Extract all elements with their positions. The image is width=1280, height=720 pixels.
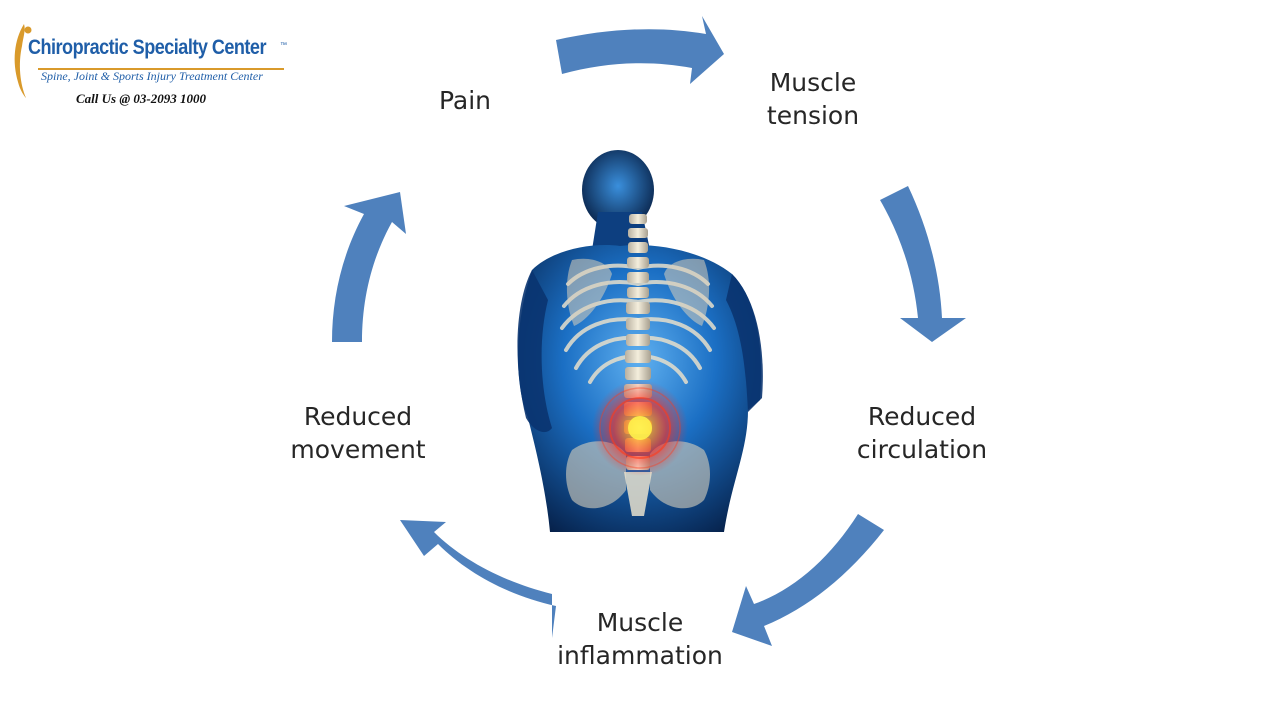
arrow-pain-to-tension [556, 16, 724, 84]
pain-ring [599, 387, 681, 469]
logo-title: Chiropractic Specialty Center [28, 36, 266, 59]
pain-ring [609, 397, 671, 459]
cycle-step-reduced-movement: Reduced movement [270, 400, 446, 466]
back-pain-illustration [512, 150, 770, 532]
step-line: Pain [438, 86, 492, 115]
logo-swoosh-icon [14, 24, 32, 98]
step-line: Muscle [596, 608, 684, 637]
step-line: Reduced [303, 402, 413, 431]
cycle-step-muscle-tension: Muscle tension [740, 66, 886, 132]
left-arm-shape [517, 270, 552, 433]
arrow-circulation-to-inflammation [732, 514, 884, 646]
step-line: Muscle [769, 68, 857, 97]
right-arm-shape [726, 274, 763, 412]
cycle-step-muscle-inflammation: Muscle inflammation [540, 606, 740, 672]
head-shape [582, 150, 654, 230]
sacrum-shape [624, 472, 652, 516]
step-line: inflammation [557, 641, 723, 670]
right-scapula-shape [664, 258, 710, 326]
logo-divider [38, 68, 284, 70]
clinic-logo[interactable]: Chiropractic Specialty Center ™ Spine, J… [10, 22, 300, 114]
pain-core [628, 416, 652, 440]
left-scapula-shape [566, 258, 612, 326]
cycle-step-pain: Pain [405, 84, 525, 117]
arrow-movement-to-pain [332, 192, 406, 342]
logo-phone-number: Call Us @ 03-2093 1000 [76, 91, 206, 106]
step-line: tension [766, 101, 860, 130]
step-line: movement [290, 435, 426, 464]
step-line: circulation [856, 435, 988, 464]
cycle-step-reduced-circulation: Reduced circulation [842, 400, 1002, 466]
arrow-tension-to-circulation [880, 186, 966, 342]
logo-subtitle: Spine, Joint & Sports Injury Treatment C… [41, 69, 263, 83]
step-line: Reduced [867, 402, 977, 431]
arrow-inflammation-to-movement [400, 520, 556, 638]
logo-trademark: ™ [280, 42, 287, 49]
